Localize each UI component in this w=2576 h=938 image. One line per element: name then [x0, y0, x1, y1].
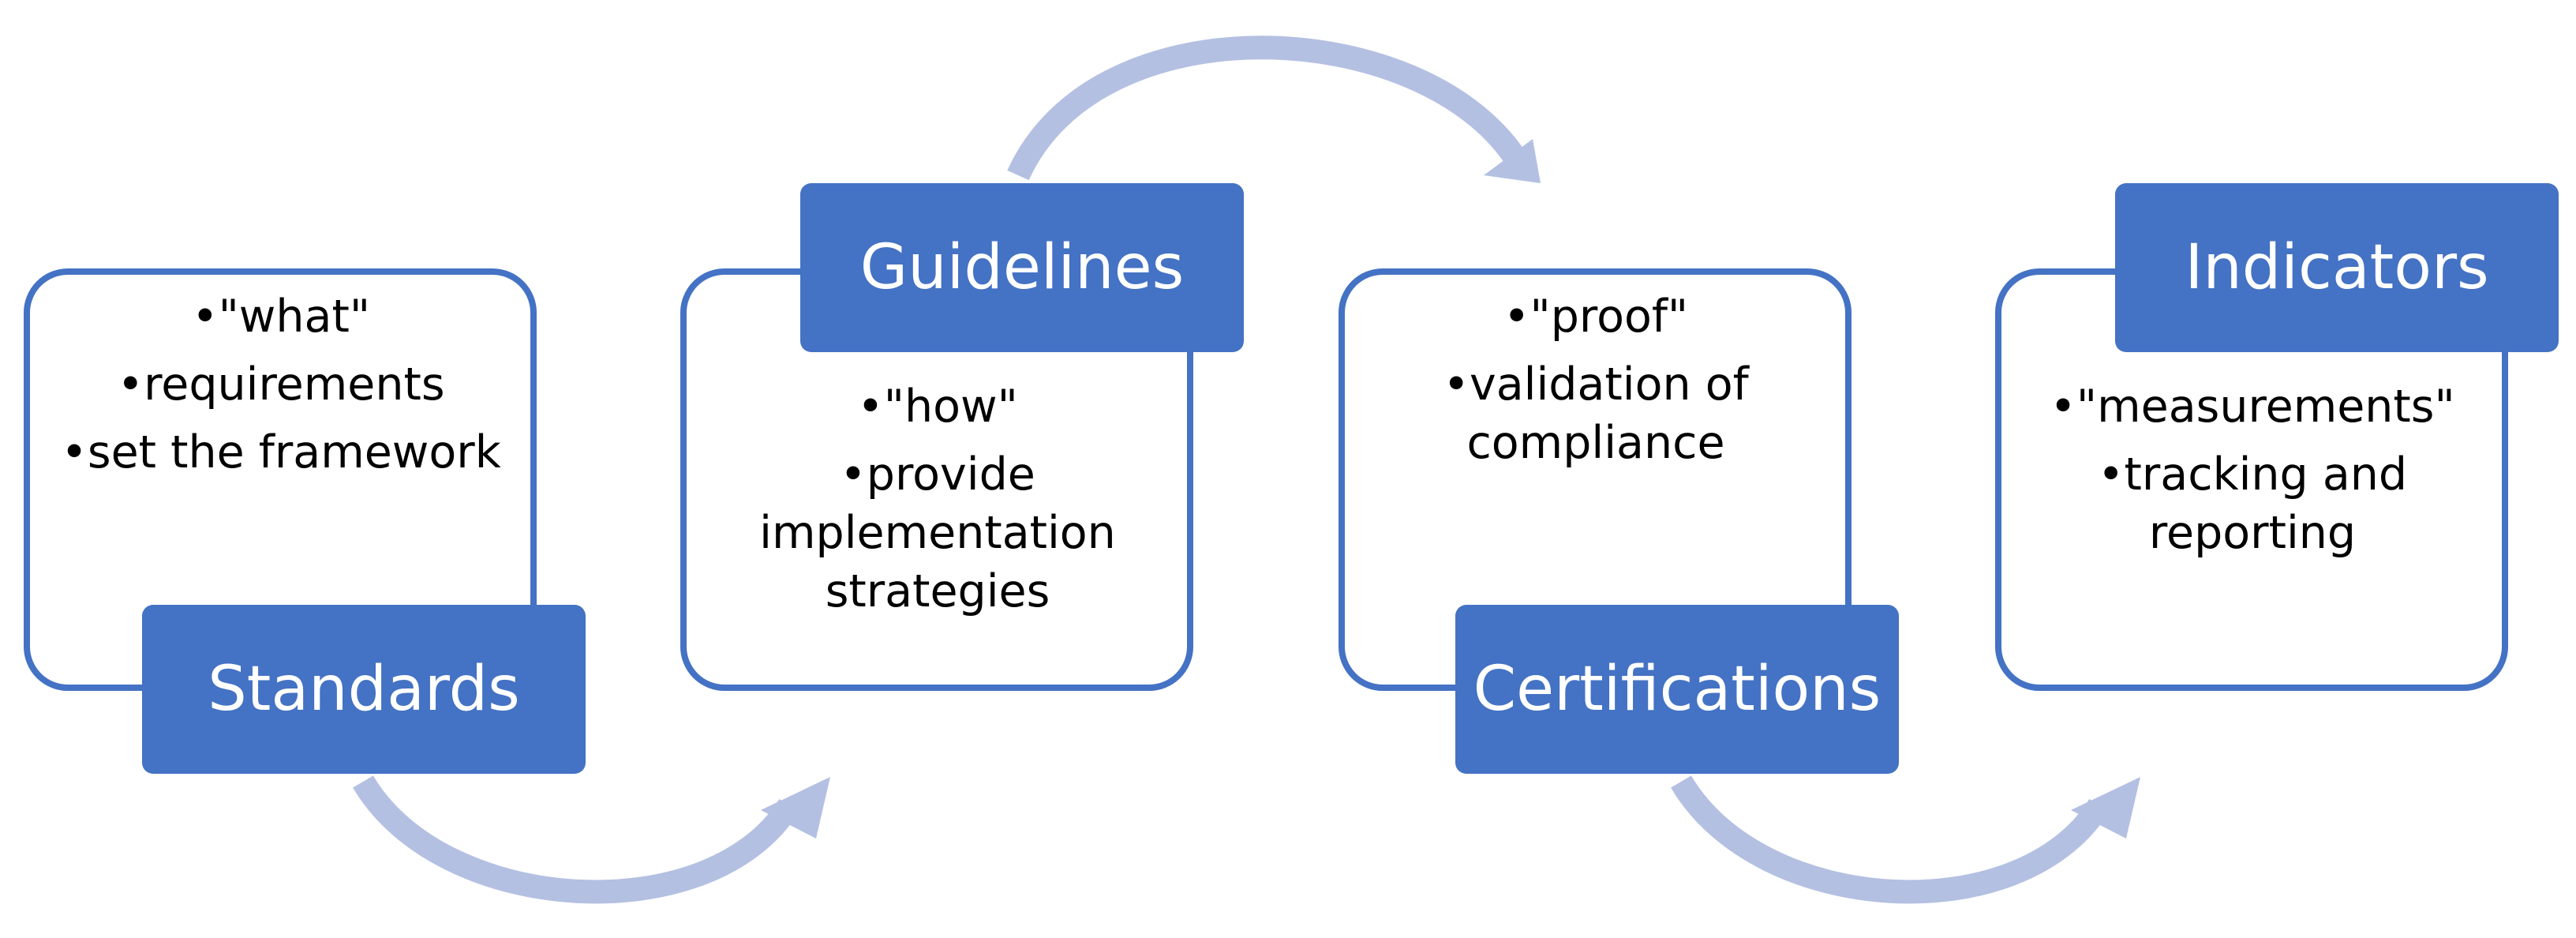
- arrowhead-1: [761, 777, 830, 839]
- arrow-guidelines-to-certifications: [1007, 36, 1526, 181]
- standards-bullet: •requirements: [117, 358, 445, 411]
- indicators-label: Indicators: [2115, 183, 2559, 352]
- indicators-bullet: reporting: [2148, 507, 2357, 559]
- indicators-bullets: •"measurements" •tracking and reporting: [2008, 377, 2497, 562]
- arrow-certifications-to-indicators: [1671, 775, 2110, 904]
- guidelines-label: Guidelines: [800, 183, 1244, 352]
- certifications-bullet: •validation of: [1443, 358, 1749, 411]
- indicators-bullet: •"measurements": [2050, 381, 2455, 433]
- arrowhead-3: [2071, 777, 2140, 839]
- standards-label: Standards: [142, 605, 586, 774]
- guidelines-bullet: •"how": [857, 381, 1018, 433]
- arrowhead-2: [1484, 139, 1541, 183]
- indicators-bullet: •tracking and: [2097, 448, 2408, 501]
- certifications-bullet: •"proof": [1503, 291, 1689, 343]
- certifications-bullets: •"proof" •validation of compliance: [1351, 287, 1840, 472]
- guidelines-bullet: implementation: [759, 507, 1116, 559]
- guidelines-bullet: •provide: [840, 448, 1035, 501]
- guidelines-bullets: •"how" •provide implementation strategie…: [693, 377, 1182, 621]
- arrow-standards-to-guidelines: [353, 775, 799, 904]
- certifications-label: Certifications: [1455, 605, 1899, 774]
- guidelines-bullet: strategies: [825, 565, 1050, 617]
- standards-bullet: •set the framework: [61, 426, 501, 478]
- standards-bullets: •"what" •requirements •set the framework: [36, 287, 526, 482]
- standards-bullet: •"what": [191, 291, 371, 343]
- certifications-bullet: compliance: [1466, 417, 1725, 469]
